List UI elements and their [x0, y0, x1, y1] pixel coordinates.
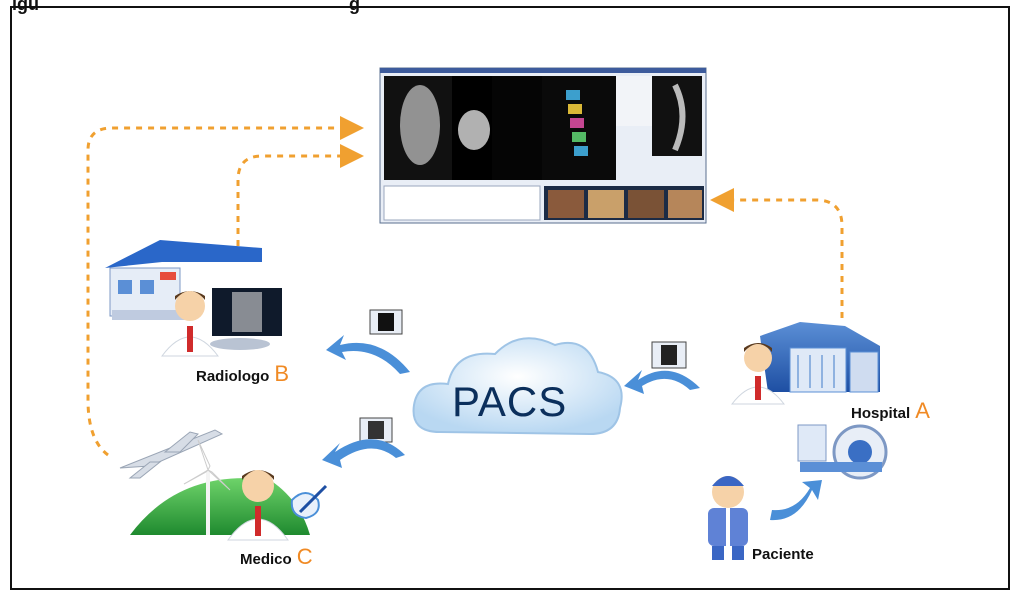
paciente-label: Paciente [752, 546, 814, 563]
thumbnail-hospital [651, 341, 687, 369]
dashed-connection-arrows [86, 116, 844, 457]
patient-avatar [708, 476, 748, 560]
curved-blue-arrows [322, 335, 822, 521]
airplane-icon [119, 429, 224, 479]
paciente-name: Paciente [752, 546, 814, 563]
medico-name: Medico [240, 551, 292, 568]
hospital-building-icon [760, 322, 880, 393]
radiologist-avatar [161, 288, 282, 357]
pacs-label: PACS [452, 378, 568, 425]
medico-letter: C [296, 544, 313, 569]
medico-avatar [227, 470, 328, 541]
caption-left: igu [12, 0, 39, 14]
caption-right: g [349, 0, 360, 14]
pacs-cloud [412, 337, 623, 436]
workstation-screen [379, 67, 707, 224]
radiologo-name: Radiologo [196, 368, 270, 385]
figure-caption: igu g [12, 0, 360, 14]
thumbnail-radiologo [369, 309, 403, 335]
radiology-clinic-icon [105, 240, 262, 320]
ct-scanner-icon [797, 424, 888, 480]
hospital-doctor-avatar [730, 343, 786, 405]
hospital-name: Hospital [851, 405, 911, 422]
thumbnail-medico [359, 417, 393, 443]
radiologo-letter: B [274, 361, 290, 386]
hospital-letter: A [915, 398, 930, 423]
